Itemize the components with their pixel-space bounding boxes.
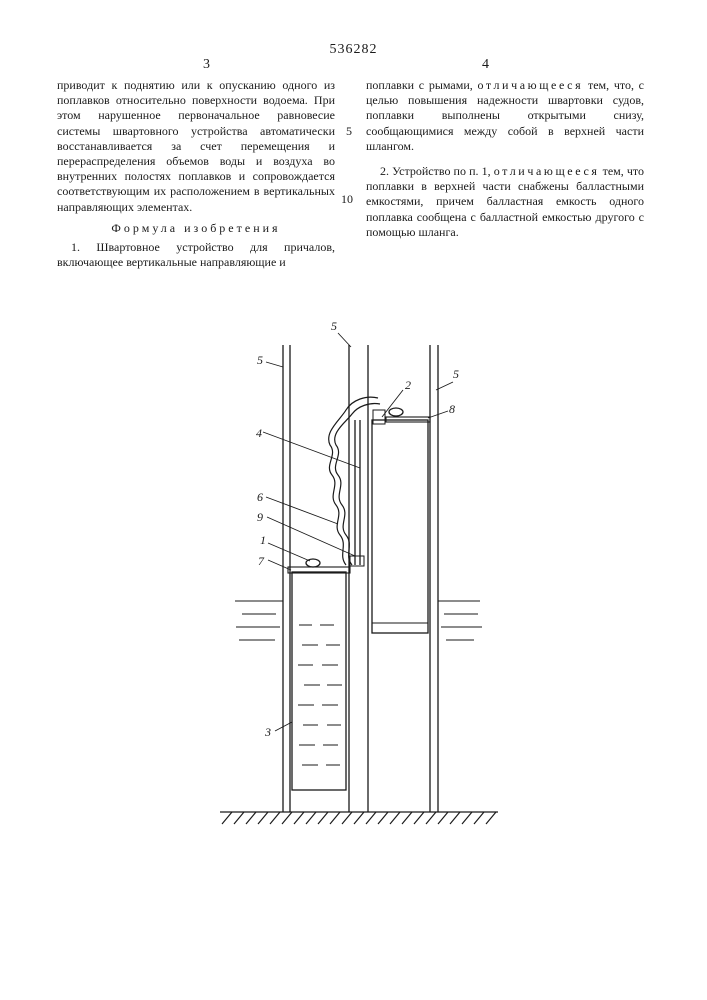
label-9: 9 <box>257 510 263 524</box>
label-6: 6 <box>257 490 263 504</box>
label-7: 7 <box>258 554 265 568</box>
left-float <box>292 572 346 790</box>
label-3: 3 <box>264 725 271 739</box>
mooring-ring-2 <box>389 408 403 416</box>
label-5-top: 5 <box>331 319 337 333</box>
hose-6-a <box>329 397 378 565</box>
ground <box>220 812 498 824</box>
label-1: 1 <box>260 533 266 547</box>
label-8: 8 <box>449 402 455 416</box>
label-5-right: 5 <box>453 367 459 381</box>
label-4: 4 <box>256 426 262 440</box>
label-2: 2 <box>405 378 411 392</box>
water-surface <box>235 601 482 765</box>
right-float <box>372 420 428 633</box>
label-5-left: 5 <box>257 353 263 367</box>
hose-6-b <box>335 403 380 565</box>
connector-top <box>373 410 385 424</box>
